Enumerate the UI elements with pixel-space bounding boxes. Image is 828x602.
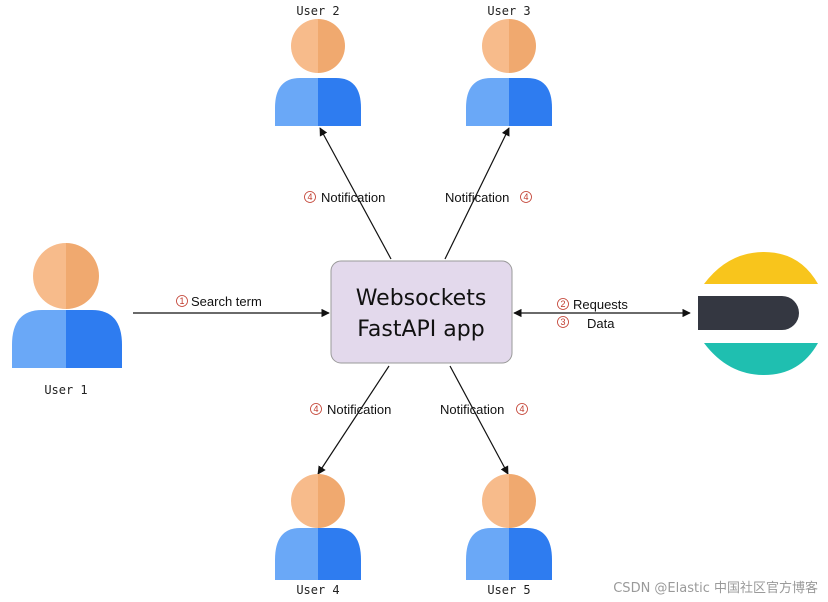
notification-label: Notification	[327, 402, 391, 417]
edge-label-notif-user5: Notification 4	[440, 402, 528, 417]
user4-node: User 4	[275, 474, 361, 597]
app-title-line2: FastAPI app	[357, 317, 484, 342]
user1-icon	[12, 243, 122, 368]
user1-node: User 1	[12, 243, 122, 397]
elastic-dark-bar	[698, 296, 799, 330]
user2-node: User 2	[275, 4, 361, 126]
edge-app-to-user4	[317, 365, 390, 475]
edge-app-to-user2	[319, 127, 392, 260]
search-term-label: Search term	[191, 294, 262, 309]
edge-app-to-user5	[449, 365, 509, 475]
edge-label-data: 3 Data	[557, 316, 615, 331]
edge-label-notif-user4: 4 Notification	[310, 402, 391, 417]
edge-label-requests: 2 Requests	[557, 297, 628, 312]
step-number-4: 4	[313, 404, 318, 414]
app-box	[330, 260, 513, 364]
edge-label-search: 1 Search term	[176, 294, 262, 309]
edge-label-notif-user2: 4 Notification	[304, 190, 385, 205]
edge-app-to-user3	[444, 127, 510, 260]
user5-node: User 5	[466, 474, 552, 597]
user3-icon	[466, 19, 552, 126]
elasticsearch-logo	[698, 252, 818, 375]
elastic-teal-arc	[704, 343, 818, 375]
step-number-4: 4	[519, 404, 524, 414]
user1-label: User 1	[44, 383, 87, 397]
user4-icon	[275, 474, 361, 580]
user5-label: User 5	[487, 583, 530, 597]
step-number-2: 2	[560, 299, 565, 309]
requests-label: Requests	[573, 297, 628, 312]
user2-label: User 2	[296, 4, 339, 18]
user3-label: User 3	[487, 4, 530, 18]
app-title-line1: Websockets	[356, 286, 487, 311]
user3-node: User 3	[466, 4, 552, 126]
step-number-4: 4	[307, 192, 312, 202]
fastapi-app-node: Websockets FastAPI app	[330, 260, 513, 364]
edge-label-notif-user3: Notification 4	[445, 190, 532, 205]
watermark: CSDN @Elastic 中国社区官方博客	[613, 580, 818, 596]
data-label: Data	[587, 316, 615, 331]
notification-label: Notification	[440, 402, 504, 417]
step-number-4: 4	[523, 192, 528, 202]
notification-label: Notification	[321, 190, 385, 205]
user5-icon	[466, 474, 552, 580]
elastic-yellow-arc	[704, 252, 818, 284]
user4-label: User 4	[296, 583, 339, 597]
step-number-3: 3	[560, 317, 565, 327]
step-number-1: 1	[179, 296, 184, 306]
user2-icon	[275, 19, 361, 126]
notification-label: Notification	[445, 190, 509, 205]
